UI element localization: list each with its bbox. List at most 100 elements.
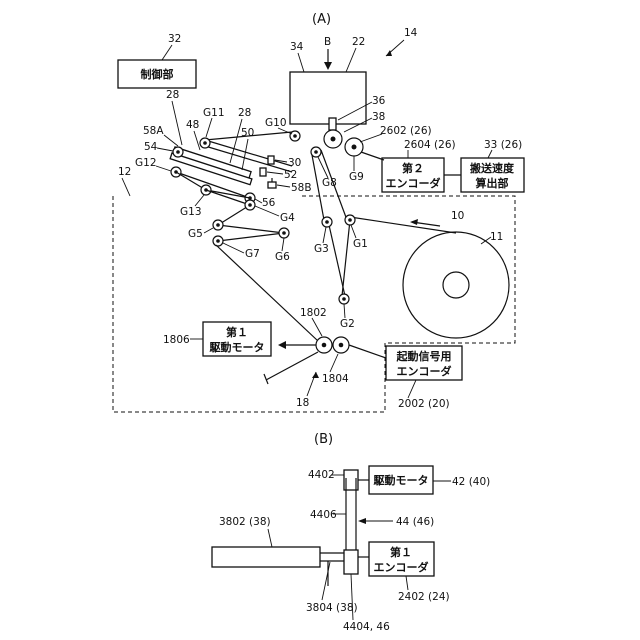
- leader-G13: [195, 195, 204, 206]
- ref-44: 44 (46): [396, 516, 434, 528]
- arrow-44-head: [358, 518, 366, 524]
- web-output: [266, 352, 318, 380]
- roller-G4-hub: [248, 203, 252, 207]
- motor1-text2: 駆動モータ: [210, 340, 265, 354]
- start-encoder-text2: エンコーダ: [397, 364, 452, 378]
- leader-28a: [172, 101, 182, 145]
- ref-2604: 2604 (26): [404, 139, 456, 151]
- speed-calc-text1: 搬送速度: [470, 161, 515, 175]
- supply-unit-box: [290, 72, 366, 124]
- ref-G11: G11: [203, 107, 225, 119]
- ref-G3: G3: [314, 243, 329, 255]
- leader-3804: [322, 562, 330, 600]
- ref-B: B: [324, 36, 331, 48]
- ref-2602: 2602 (26): [380, 125, 432, 137]
- ref-1804: 1804: [322, 373, 349, 385]
- leader-34: [298, 53, 304, 72]
- web-G1-roll: [350, 217, 456, 233]
- roller-G5-hub: [216, 223, 220, 227]
- ref-32: 32: [168, 33, 181, 45]
- ref-38: 38: [372, 111, 385, 123]
- arrow-18-head: [312, 372, 319, 378]
- leader-2602: [360, 134, 382, 142]
- arrow-B-head: [324, 62, 332, 70]
- ref-18: 18: [296, 397, 309, 409]
- encoder1-text1: 第１: [390, 545, 412, 559]
- ref-58B: 58B: [291, 182, 312, 194]
- ref-10: 10: [451, 210, 464, 222]
- leader-G5: [204, 228, 213, 233]
- ref-G1: G1: [353, 238, 368, 250]
- roller-G11-hub: [203, 141, 207, 145]
- ref-42: 42 (40): [452, 476, 490, 488]
- encoder1-text2: エンコーダ: [374, 560, 429, 574]
- roller-G6-hub: [282, 231, 286, 235]
- leader-22: [346, 48, 356, 72]
- ref-48: 48: [186, 119, 199, 131]
- leader-G3: [323, 227, 326, 243]
- leader-58B: [277, 185, 290, 187]
- leader-G1: [351, 225, 356, 238]
- part-58B: [268, 182, 276, 188]
- leader-G7: [223, 243, 244, 253]
- ref-G12: G12: [135, 157, 157, 169]
- web-G5-G6: [218, 225, 284, 233]
- web-G4-G5: [218, 205, 250, 225]
- ref-4402: 4402: [308, 469, 335, 481]
- roller-38-hub: [331, 137, 336, 142]
- ref-G5: G5: [188, 228, 203, 240]
- roller-G7-hub: [216, 239, 220, 243]
- ref-G4: G4: [280, 212, 295, 224]
- section-b-label: (B): [314, 432, 333, 447]
- link-roller-startenc: [349, 345, 386, 358]
- ref-4406: 4406: [310, 509, 337, 521]
- ref-30: 30: [288, 157, 301, 169]
- leader-33: [488, 150, 492, 158]
- start-encoder-text1: 起動信号用: [396, 349, 452, 363]
- ref-52: 52: [284, 169, 297, 181]
- leader-G2: [344, 304, 345, 318]
- roller-54-hub: [176, 150, 180, 154]
- leader-1804: [330, 354, 338, 372]
- ref-34: 34: [290, 41, 304, 53]
- roller-G2-hub: [342, 297, 346, 301]
- arrow-web-head: [410, 219, 418, 225]
- web-G1-G2: [342, 220, 350, 296]
- ref-22: 22: [352, 36, 365, 48]
- part-30: [268, 156, 274, 164]
- link-roller-enc2: [361, 152, 384, 160]
- ref-12: 12: [118, 166, 131, 178]
- leader-32: [162, 45, 172, 60]
- ref-11: 11: [490, 231, 503, 243]
- ref-36: 36: [372, 95, 386, 107]
- ref-G6: G6: [275, 251, 290, 263]
- leader-12: [122, 178, 130, 196]
- ref-1802: 1802: [300, 307, 327, 319]
- ref-3804: 3804 (38): [306, 602, 358, 614]
- roller-G8-hub: [314, 150, 318, 154]
- leader-1802: [312, 318, 322, 336]
- ref-14: 14: [404, 27, 418, 39]
- leader-G12: [156, 166, 171, 171]
- web-G13-G4: [206, 190, 250, 205]
- leader-2002: [408, 380, 416, 398]
- ref-2002: 2002 (20): [398, 398, 450, 410]
- roller-3802: [212, 547, 320, 567]
- ref-G10: G10: [265, 117, 287, 129]
- roller-G3-hub: [325, 220, 329, 224]
- roller-1802-hub: [322, 343, 327, 348]
- leader-G8: [318, 157, 328, 178]
- leader-50: [242, 139, 248, 170]
- ref-3802: 3802 (38): [219, 516, 271, 528]
- ref-4404: 4404, 46: [343, 621, 390, 633]
- motor1-text1: 第１: [226, 325, 248, 339]
- ref-2402: 2402 (24): [398, 591, 450, 603]
- web-G13-56: [206, 190, 250, 198]
- encoder2-text1: 第２: [402, 161, 424, 175]
- leader-48: [194, 131, 200, 150]
- ref-G9: G9: [349, 171, 364, 183]
- ref-58A: 58A: [143, 125, 164, 137]
- leader-3802: [268, 529, 272, 547]
